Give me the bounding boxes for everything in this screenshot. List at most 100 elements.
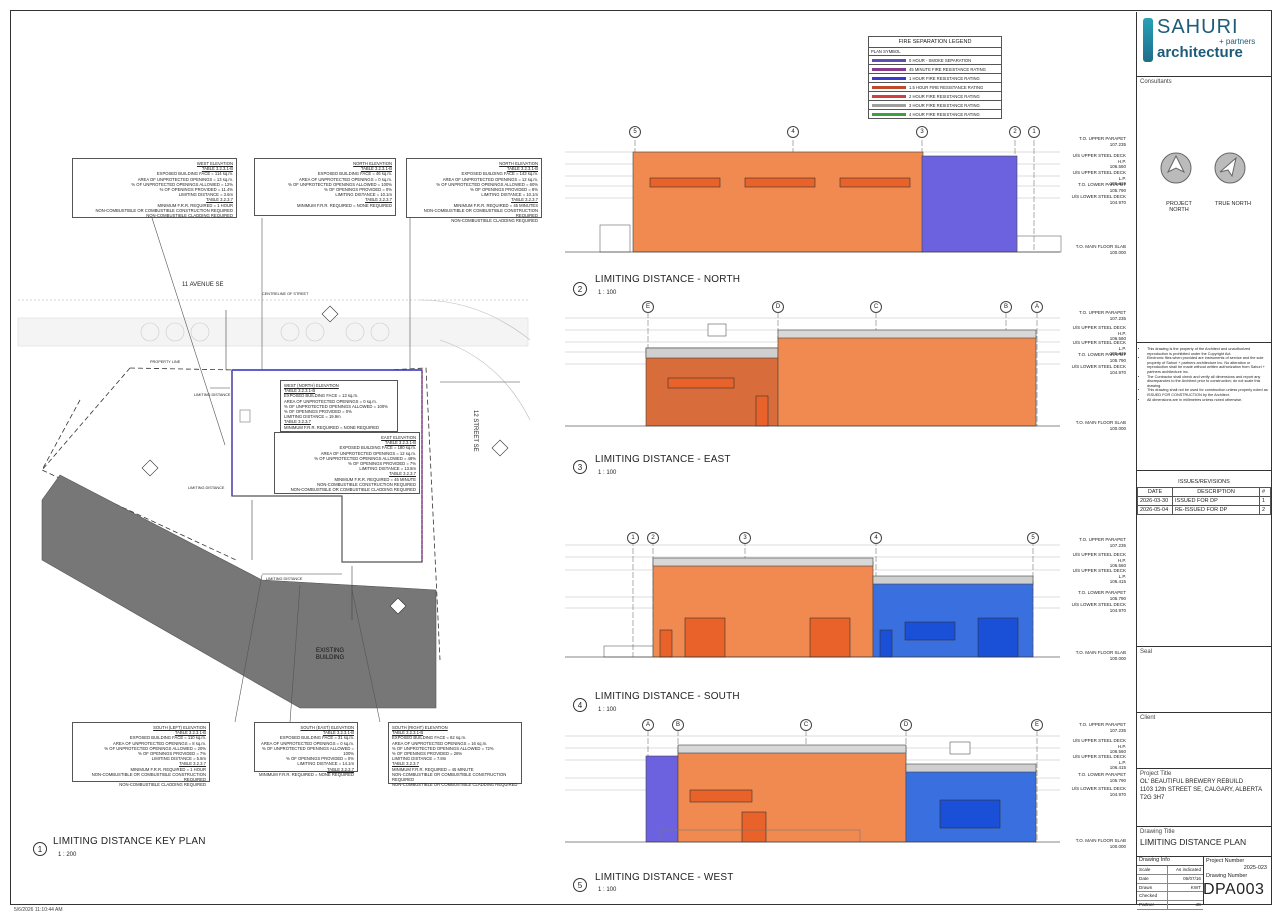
info-value: JS <box>1195 902 1201 908</box>
legend-row: 0 HOUR - SMOKE SEPARATION <box>869 55 1001 64</box>
note-line: NON-COMBUSTIBLE CLADDING REQUIRED <box>451 218 538 224</box>
east-elevation-graphics <box>565 312 1060 427</box>
note-line: AREA OF UNPROTECTED OPENINGS = 12 sq.m. <box>442 176 538 182</box>
note-line: TABLE 3.2.3.7 <box>511 197 538 203</box>
note-line: % OF UNPROTECTED OPENINGS ALLOWED = 72% <box>392 745 494 751</box>
note-title: NORTH ELEVATION <box>353 161 392 166</box>
project-number-label: Project Number <box>1206 858 1245 864</box>
note-line: NON-COMBUSTIBLE OR COMBUSTIBLE CONSTRUCT… <box>392 771 507 783</box>
view-1-number: 1 <box>33 842 47 856</box>
legend-label: 3 HOUR FIRE RESISTANCE RATING <box>909 102 980 108</box>
firm-name-2: + partners <box>1219 37 1256 46</box>
note-line: NON-COMBUSTIBLE OR COMBUSTIBLE CONSTRUCT… <box>423 207 538 219</box>
view-1-scale: 1 : 200 <box>58 852 77 858</box>
note-line: EXPOSED BUILDING FACE = 13 sq.m. <box>284 393 359 399</box>
legend-row: 3 HOUR FIRE RESISTANCE RATING <box>869 100 1001 109</box>
legend-row: 1 HOUR FIRE RESISTANCE RATING <box>869 73 1001 82</box>
project-title-section: Project Title OL' BEAUTIFUL BREWERY REBU… <box>1137 768 1271 827</box>
client-label: Client <box>1140 715 1156 721</box>
grid-bubble: B <box>672 719 684 731</box>
issues-title: ISSUES/REVISIONS <box>1178 479 1230 485</box>
limiting-distance-label-3: LIMITING DISTANCE <box>188 486 225 490</box>
note-line: AREA OF UNPROTECTED OPENINGS = 0 sq.m. <box>284 398 377 404</box>
existing-building-label: EXISTING BUILDING <box>315 648 345 661</box>
view-4-number: 4 <box>573 698 587 712</box>
note-line: TABLE 3.2.3.1-B <box>174 730 206 736</box>
view-3-scale: 1 : 100 <box>598 470 617 476</box>
seal-section: Seal <box>1137 646 1271 713</box>
street-12-label: 12 STREET SE <box>472 410 478 452</box>
note-title: SOUTH (EAST) ELEVATION <box>300 725 354 730</box>
note-line: LIMITING DISTANCE = 3.6m <box>178 192 233 198</box>
note-line: LIMITING DISTANCE = 7.8m <box>392 756 447 762</box>
grid-bubble: C <box>870 301 882 313</box>
level-label: U/S UPPER STEEL DECK L.P.106.415 <box>1072 754 1126 770</box>
legend-swatch <box>872 58 906 62</box>
note-line: MINIMUM F.R.R. REQUIRED = 45 MINUTE <box>392 766 474 772</box>
issues-col-date: DATE <box>1137 487 1173 497</box>
project-title-2: 1103 12th STREET SE, CALGARY, ALBERTA <box>1140 787 1263 793</box>
issue-desc: RE-ISSUED FOR DP <box>1172 505 1260 515</box>
grid-bubble: 5 <box>1027 532 1039 544</box>
grid-bubble: 2 <box>647 532 659 544</box>
level-label: U/S UPPER STEEL DECK L.P.106.415 <box>1072 340 1126 356</box>
grid-bubble: 2 <box>1009 126 1021 138</box>
note-line: EXPOSED BUILDING FACE = 62 sq.m. <box>392 735 467 741</box>
legend-swatch <box>872 103 906 107</box>
legend-swatch <box>872 76 906 80</box>
note-line: TABLE 3.2.3.1-B <box>384 440 416 446</box>
view-4-scale: 1 : 100 <box>598 707 617 713</box>
issues-section: ISSUES/REVISIONS DATE DESCRIPTION # 2026… <box>1137 470 1271 647</box>
fire-separation-legend: FIRE SEPARATION LEGEND PLAN SYMBOL 0 HOU… <box>868 36 1002 119</box>
firm-logo-mark <box>1143 18 1153 62</box>
note-line: EXPOSED BUILDING FACE = 143 sq.m. <box>461 171 538 177</box>
view-5-scale: 1 : 100 <box>598 887 617 893</box>
drawing-number-label: Drawing Number <box>1206 873 1248 879</box>
note-title: SOUTH (LEFT) ELEVATION <box>153 725 206 730</box>
note-line: % OF OPENINGS PROVIDED = 0% <box>284 409 352 415</box>
view-2-scale: 1 : 100 <box>598 290 617 296</box>
view-5-title: LIMITING DISTANCE - WEST <box>595 872 734 883</box>
note-line: TABLE 3.2.3.7 <box>392 761 419 767</box>
centreline-label: CENTRELINE OF STREET <box>262 292 309 296</box>
north-arrows <box>1160 152 1246 184</box>
note-line: TABLE 3.2.3.7 <box>389 471 416 477</box>
street-11-label: 11 AVENUE SE <box>182 282 224 288</box>
note-line: % OF UNPROTECTED OPENINGS ALLOWED = 60% <box>436 181 538 187</box>
info-value: KWT <box>1190 884 1201 890</box>
firm-name-3: architecture <box>1157 44 1243 61</box>
note-line: MINIMUM F.R.R. REQUIRED = 45 MINUTES <box>453 202 538 208</box>
view-3-number: 3 <box>573 460 587 474</box>
note-line: AREA OF UNPROTECTED OPENINGS = 16 sq.m. <box>392 740 488 746</box>
note-line: TABLE 3.2.3.1-B <box>322 730 354 736</box>
view-5-number: 5 <box>573 878 587 892</box>
note-line: LIMITING DISTANCE = 14.1m <box>297 761 354 767</box>
note-line: AREA OF UNPROTECTED OPENINGS = 12 sq.m. <box>320 450 416 456</box>
note-line: % OF UNPROTECTED OPENINGS ALLOWED = 100% <box>288 181 392 187</box>
legend-label: 0 HOUR - SMOKE SEPARATION <box>909 57 972 63</box>
note-line: LIMITING DISTANCE = 5.8m <box>151 756 206 762</box>
note-line: TABLE 3.2.3.1-B <box>284 388 316 394</box>
note-line: AREA OF UNPROTECTED OPENINGS = 13 sq.m. <box>137 176 233 182</box>
level-label: U/S UPPER STEEL DECK H.P.106.560 <box>1072 153 1126 169</box>
limiting-distance-label-2: LIMITING DISTANCE <box>266 577 303 581</box>
drawing-sheet <box>10 10 1272 905</box>
legend-row: 1.5 HOUR FIRE RESISTANCE RATING <box>869 82 1001 91</box>
level-label: U/S UPPER STEEL DECK H.P.106.560 <box>1072 738 1126 754</box>
issue-date: 2026-03-30 <box>1137 496 1173 506</box>
grid-bubble: 1 <box>627 532 639 544</box>
view-2-number: 2 <box>573 282 587 296</box>
drawing-title-section: Drawing Title LIMITING DISTANCE PLAN <box>1137 826 1271 869</box>
project-title-1: OL' BEAUTIFUL BREWERY REBUILD <box>1140 779 1244 785</box>
legend-label: 1.5 HOUR FIRE RESISTANCE RATING <box>909 84 984 90</box>
legend-swatch <box>872 94 906 98</box>
